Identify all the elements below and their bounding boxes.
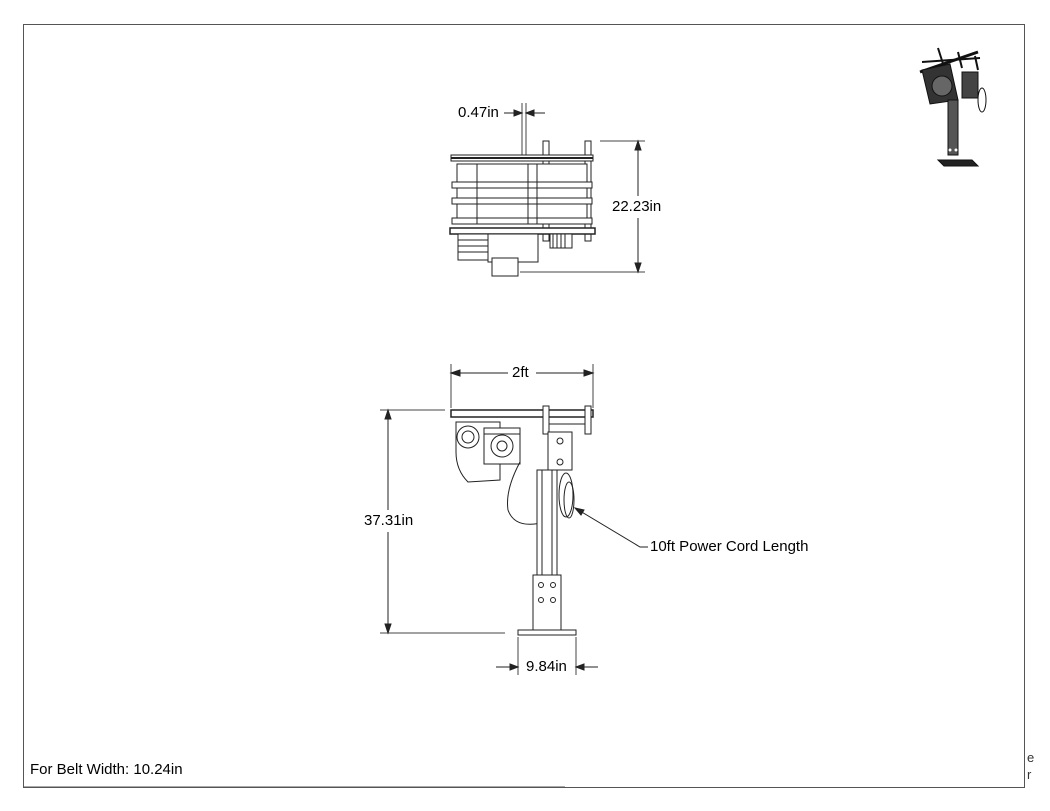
dimension-overall-height: 37.31in — [362, 512, 416, 530]
dimension-height-top-view: 22.23in — [610, 198, 664, 216]
front-view — [380, 364, 648, 675]
power-cord-callout: 10ft Power Cord Length — [650, 538, 809, 555]
dimension-base-width: 9.84in — [524, 658, 569, 676]
edge-fragment-2: r — [1027, 767, 1032, 782]
belt-width-note: For Belt Width: 10.24in — [30, 761, 183, 778]
dimension-gap-width: 0.47in — [456, 104, 501, 122]
top-view — [449, 103, 645, 277]
dimension-overall-width: 2ft — [510, 364, 531, 382]
isometric-thumbnail — [919, 47, 987, 167]
edge-fragment-1: e — [1027, 750, 1035, 765]
